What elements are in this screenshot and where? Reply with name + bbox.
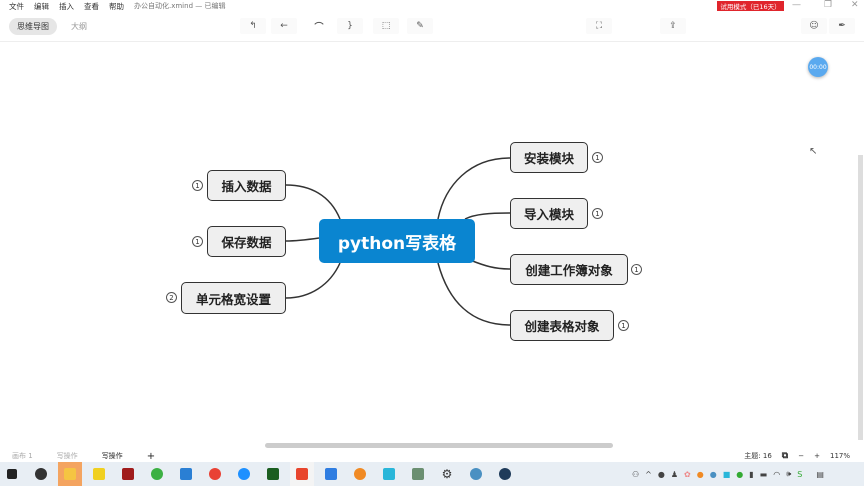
- note-icon[interactable]: ✎: [407, 18, 433, 34]
- fullscreen-icon[interactable]: ⛶: [586, 18, 612, 34]
- connection-icon[interactable]: ⌒: [306, 18, 332, 34]
- app-dark-icon[interactable]: [493, 462, 517, 486]
- topic-insert-data[interactable]: 插入数据: [207, 170, 286, 201]
- cloud-app-icon[interactable]: [377, 462, 401, 486]
- sheet-tab[interactable]: 写操作: [56, 452, 78, 460]
- menu-bar: 文件 编辑 插入 查看 帮助 办公自动化.xmind — 已编辑: [0, 0, 225, 12]
- tray-search-icon[interactable]: ●: [696, 469, 704, 479]
- sheet-bar: 画布 1 写操作 写操作 + 主题: 16 ⧉ − + 117%: [0, 450, 864, 462]
- chevron-up-icon[interactable]: ^: [645, 469, 652, 479]
- connector-left-3: [285, 262, 341, 299]
- app-gray-icon[interactable]: [406, 462, 430, 486]
- topic-count-badge[interactable]: 1: [618, 320, 629, 331]
- xmind-icon[interactable]: [290, 462, 314, 486]
- zoom-in-button[interactable]: +: [814, 452, 820, 460]
- vertical-scrollbar[interactable]: [858, 155, 863, 440]
- browser-blue-icon[interactable]: [232, 462, 256, 486]
- notification-icon[interactable]: ▤: [816, 469, 824, 479]
- tray-cloud-icon[interactable]: ■: [722, 469, 731, 479]
- zoom-level[interactable]: 117%: [829, 452, 850, 460]
- battery-icon[interactable]: ▬: [759, 469, 768, 479]
- share-icon[interactable]: ⇪: [660, 18, 686, 34]
- file-explorer-icon[interactable]: [58, 462, 82, 486]
- app-yellow-icon[interactable]: [87, 462, 111, 486]
- fan-app-icon[interactable]: [29, 462, 53, 486]
- app-window-icon[interactable]: [174, 462, 198, 486]
- settings-icon[interactable]: ⚙: [441, 467, 453, 481]
- app-red-icon[interactable]: [116, 462, 140, 486]
- tab-outline[interactable]: 大纲: [71, 22, 87, 31]
- system-tray: ⚇ ^ ● ♟ ✿ ● ● ■ ● ▮ ▬ ◠ 🕪 S ▤: [632, 462, 824, 486]
- ie-browser-icon[interactable]: [145, 462, 169, 486]
- microphone-icon[interactable]: ▮: [749, 469, 754, 479]
- maximize-icon[interactable]: ❐: [824, 0, 833, 10]
- sheet-tab-active[interactable]: 写操作: [89, 451, 135, 461]
- topic-create-sheet[interactable]: 创建表格对象: [510, 310, 614, 341]
- format-icon[interactable]: ✒: [829, 18, 855, 34]
- minimize-icon[interactable]: —: [792, 0, 801, 10]
- topic-count-badge[interactable]: 2: [166, 292, 177, 303]
- connector-right-2: [464, 212, 511, 220]
- topic-count: 主题: 16: [744, 452, 772, 460]
- qq-icon[interactable]: ♟: [670, 469, 679, 479]
- connector-left-1: [285, 184, 341, 220]
- emoji-icon[interactable]: ☺: [801, 18, 827, 34]
- topic-create-workbook[interactable]: 创建工作簿对象: [510, 254, 628, 285]
- chrome-icon[interactable]: [203, 462, 227, 486]
- connector-left-2: [285, 237, 320, 242]
- topic-count-badge[interactable]: 1: [192, 180, 203, 191]
- central-topic[interactable]: python写表格: [319, 219, 475, 263]
- wifi-icon[interactable]: ◠: [773, 469, 781, 479]
- people-icon[interactable]: ⚇: [632, 469, 640, 479]
- summary-icon[interactable]: }: [337, 18, 363, 34]
- menu-edit[interactable]: 编辑: [34, 1, 49, 11]
- trial-badge[interactable]: 试用模式（已16天）: [717, 1, 784, 11]
- ime-icon[interactable]: S: [797, 469, 803, 479]
- windows-start-icon[interactable]: [0, 462, 24, 486]
- boundary-icon[interactable]: ⬚: [373, 18, 399, 34]
- topic-import-module[interactable]: 导入模块: [510, 198, 588, 229]
- pycharm-icon[interactable]: [261, 462, 285, 486]
- topic-count-badge[interactable]: 1: [631, 264, 642, 275]
- add-sheet-button[interactable]: +: [146, 450, 156, 462]
- topic-install-module[interactable]: 安装模块: [510, 142, 588, 173]
- connector-right-3: [469, 259, 511, 270]
- search-app-icon[interactable]: [348, 462, 372, 486]
- topic-count-badge[interactable]: 1: [592, 208, 603, 219]
- timer-button[interactable]: 00:00: [808, 57, 828, 77]
- taskbar: ⚙ ⚇ ^ ● ♟ ✿ ● ● ■ ● ▮ ▬ ◠ 🕪 S ▤: [0, 462, 864, 486]
- zoom-out-button[interactable]: −: [798, 452, 805, 460]
- file-title: 办公自动化.xmind — 已编辑: [134, 2, 226, 10]
- wps-icon[interactable]: [319, 462, 343, 486]
- volume-icon[interactable]: 🕪: [786, 469, 792, 478]
- topic-count-badge[interactable]: 1: [592, 152, 603, 163]
- network-app-icon[interactable]: [464, 462, 488, 486]
- view-tabs: 思维导图 大纲: [9, 18, 95, 35]
- tray-app-icon[interactable]: ●: [709, 469, 717, 479]
- divider: [0, 41, 864, 42]
- subtopic-icon[interactable]: ↰: [240, 18, 266, 34]
- relationship-icon[interactable]: ←: [271, 18, 297, 34]
- menu-view[interactable]: 查看: [84, 1, 99, 11]
- topic-count-badge[interactable]: 1: [192, 236, 203, 247]
- menu-file[interactable]: 文件: [9, 1, 24, 11]
- topic-cell-width[interactable]: 单元格宽设置: [181, 282, 286, 314]
- map-icon[interactable]: ⧉: [781, 451, 789, 461]
- menu-help[interactable]: 帮助: [109, 1, 124, 11]
- topic-save-data[interactable]: 保存数据: [207, 226, 286, 257]
- tray-app-icon[interactable]: ●: [736, 469, 744, 479]
- mouse-cursor-icon: ↖: [809, 146, 818, 157]
- connector-right-1: [437, 157, 511, 220]
- connector-right-4: [437, 262, 511, 326]
- sheet-tab[interactable]: 画布 1: [12, 452, 33, 460]
- horizontal-scrollbar[interactable]: [265, 443, 613, 448]
- tray-app-icon[interactable]: ●: [657, 469, 665, 479]
- close-icon[interactable]: ✕: [851, 0, 859, 10]
- tab-mindmap[interactable]: 思维导图: [9, 18, 57, 35]
- tray-app-icon[interactable]: ✿: [684, 469, 691, 479]
- menu-insert[interactable]: 插入: [59, 1, 74, 11]
